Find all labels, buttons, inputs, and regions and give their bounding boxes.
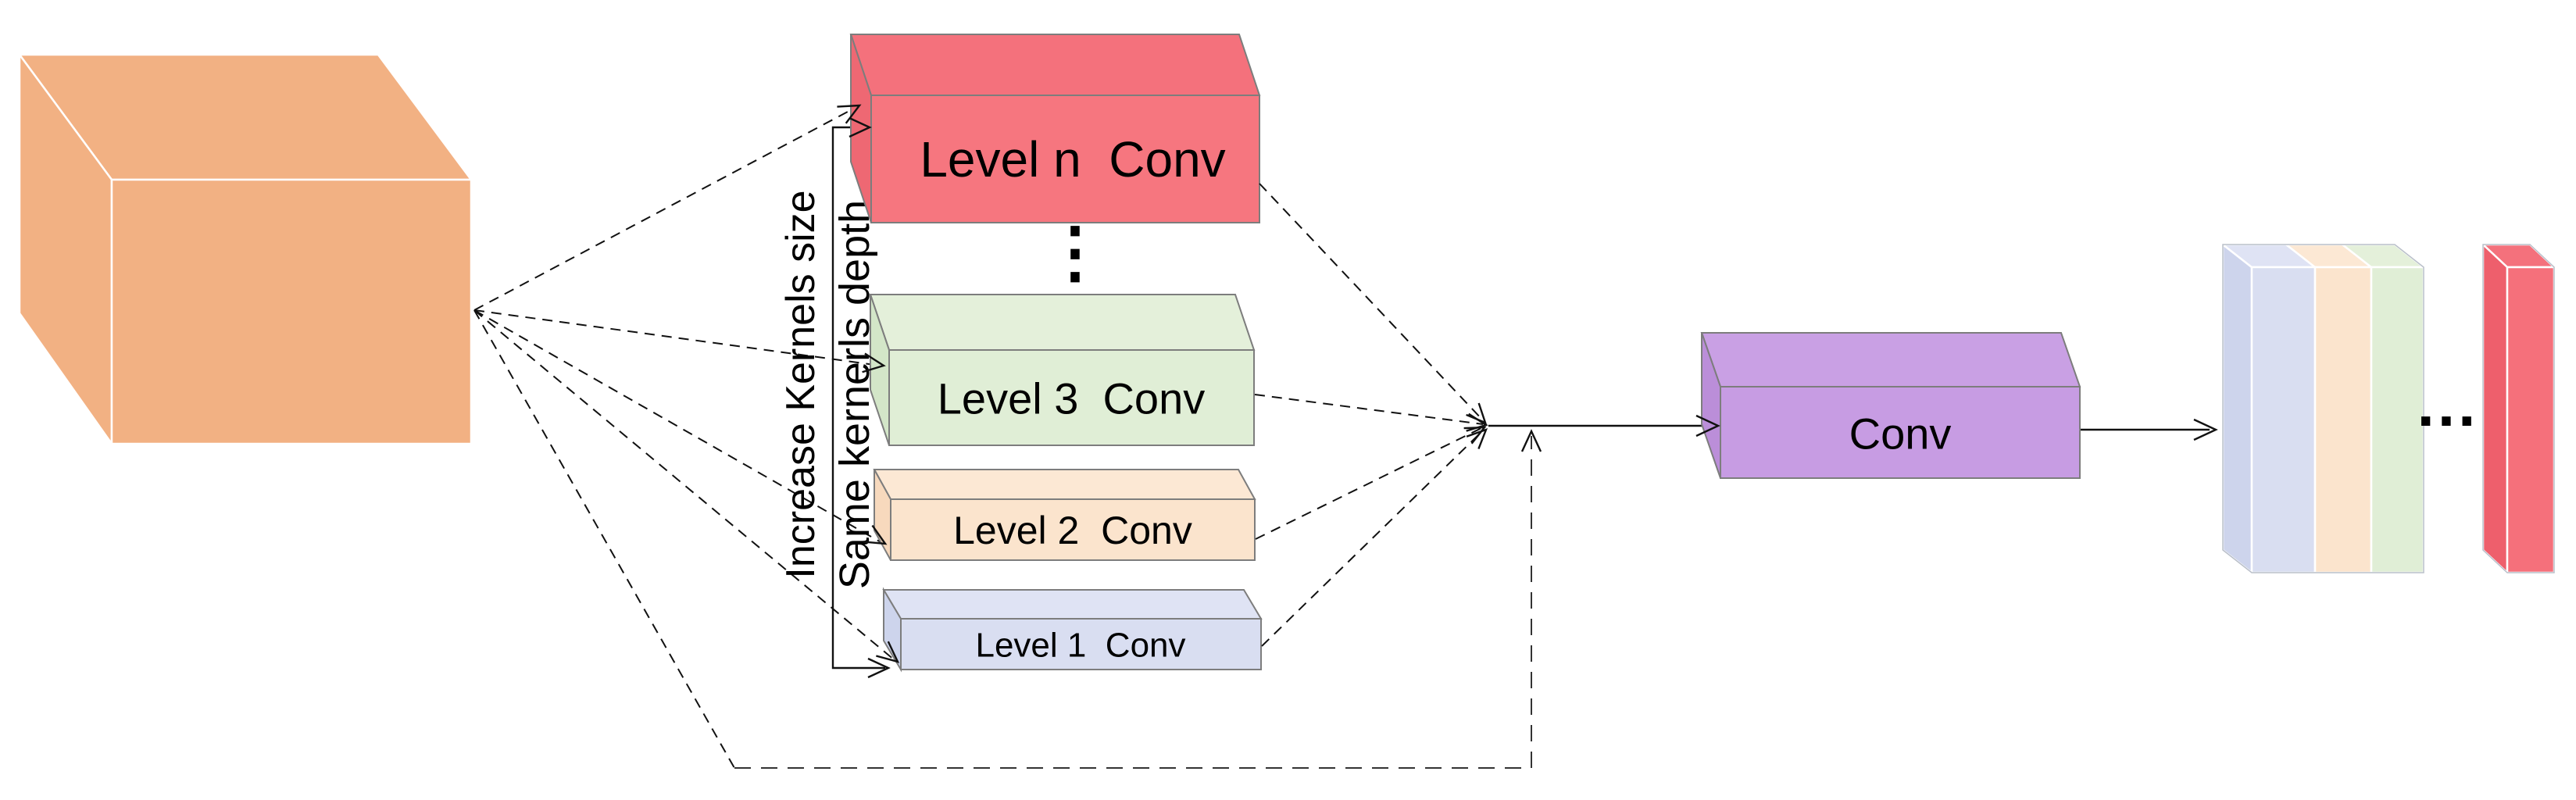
stack-slab-blue-front [2250,266,2317,574]
level-n-front-face [870,95,1260,223]
arrowhead-level-2-to-merge [1463,426,1487,445]
arrowhead-level-3-to-merge [1466,412,1488,432]
arrowhead-into-output-stack [2193,418,2218,441]
final-slab-left-face [2481,242,2509,575]
dashed-line-level-n-to-merge [1259,183,1484,421]
fanout-dashed-connectors [473,105,1532,769]
level-1-label: Level 1 Conv [975,627,1185,665]
arrowheads [837,104,2218,679]
stack-left-face [2221,242,2253,575]
level-n-label: Level n Conv [920,131,1225,188]
skip-connection-dashed-path [473,309,1532,769]
vertical-ellipsis: ⋮ [1041,215,1109,290]
horizontal-ellipsis: ... [2417,370,2479,439]
level-1-top-face [882,589,1263,620]
conv-front-face [1720,386,2081,479]
skip-path-diagonal [473,309,735,769]
fusion-conv-box: Conv [1700,332,2081,479]
merge-dashed-connectors [1254,183,1484,647]
output-feature-stack [2220,242,2427,575]
final-output-slab [2480,242,2557,575]
stack-slab-peach-front [2313,266,2373,574]
arrowhead-level-1-to-merge [1466,427,1488,450]
conv-top-face [1700,332,2081,388]
arrowhead-skip-riser-up [1520,429,1542,452]
dashed-line-level-2-to-merge [1255,427,1482,540]
level-3-top-face [869,294,1256,351]
level-n-conv-box: Level n Conv [849,34,1261,223]
level-2-top-face [873,469,1256,500]
level-1-front-face [900,618,1262,670]
arrowhead-bracket-to-level-1 [867,657,891,679]
arrowhead-bracket-to-level-n [849,116,872,138]
stack-silhouette [2222,244,2424,573]
input-cube-front-face [110,178,473,445]
input-feature-cube [17,52,473,447]
arrowhead-input-to-level-3 [862,352,886,373]
level-1-conv-box: Level 1 Conv [882,587,1263,673]
dashed-line-input-to-level-1 [473,309,895,661]
arrowhead-input-to-level-n [837,104,862,124]
arrowhead-input-to-level-2 [863,524,888,545]
dashed-line-level-1-to-merge [1261,430,1484,647]
dashed-line-level-3-to-merge [1254,394,1484,425]
level-3-conv-box: Level 3 Conv [869,294,1256,446]
final-slab-silhouette [2482,244,2555,573]
same-kernels-depth-label: Same kernerls depth [831,200,878,589]
final-slab-front-face [2506,266,2556,574]
arrowhead-input-to-level-1 [876,641,900,663]
arrowhead-into-conv [1695,414,1720,438]
dashed-line-input-to-level-2 [473,309,883,544]
level-3-front-face [888,349,1255,446]
level-2-conv-box: Level 2 Conv [873,469,1256,561]
dashed-line-input-to-level-n [473,105,860,311]
level-2-label: Level 2 Conv [953,509,1192,552]
stack-slab-green-front [2370,266,2425,574]
increase-kernels-size-label: Increase Kernels size [778,190,824,578]
level-n-top-face [849,34,1261,96]
level-3-label: Level 3 Conv [938,374,1205,423]
level-2-front-face [890,498,1256,561]
conv-label: Conv [1849,409,1952,459]
